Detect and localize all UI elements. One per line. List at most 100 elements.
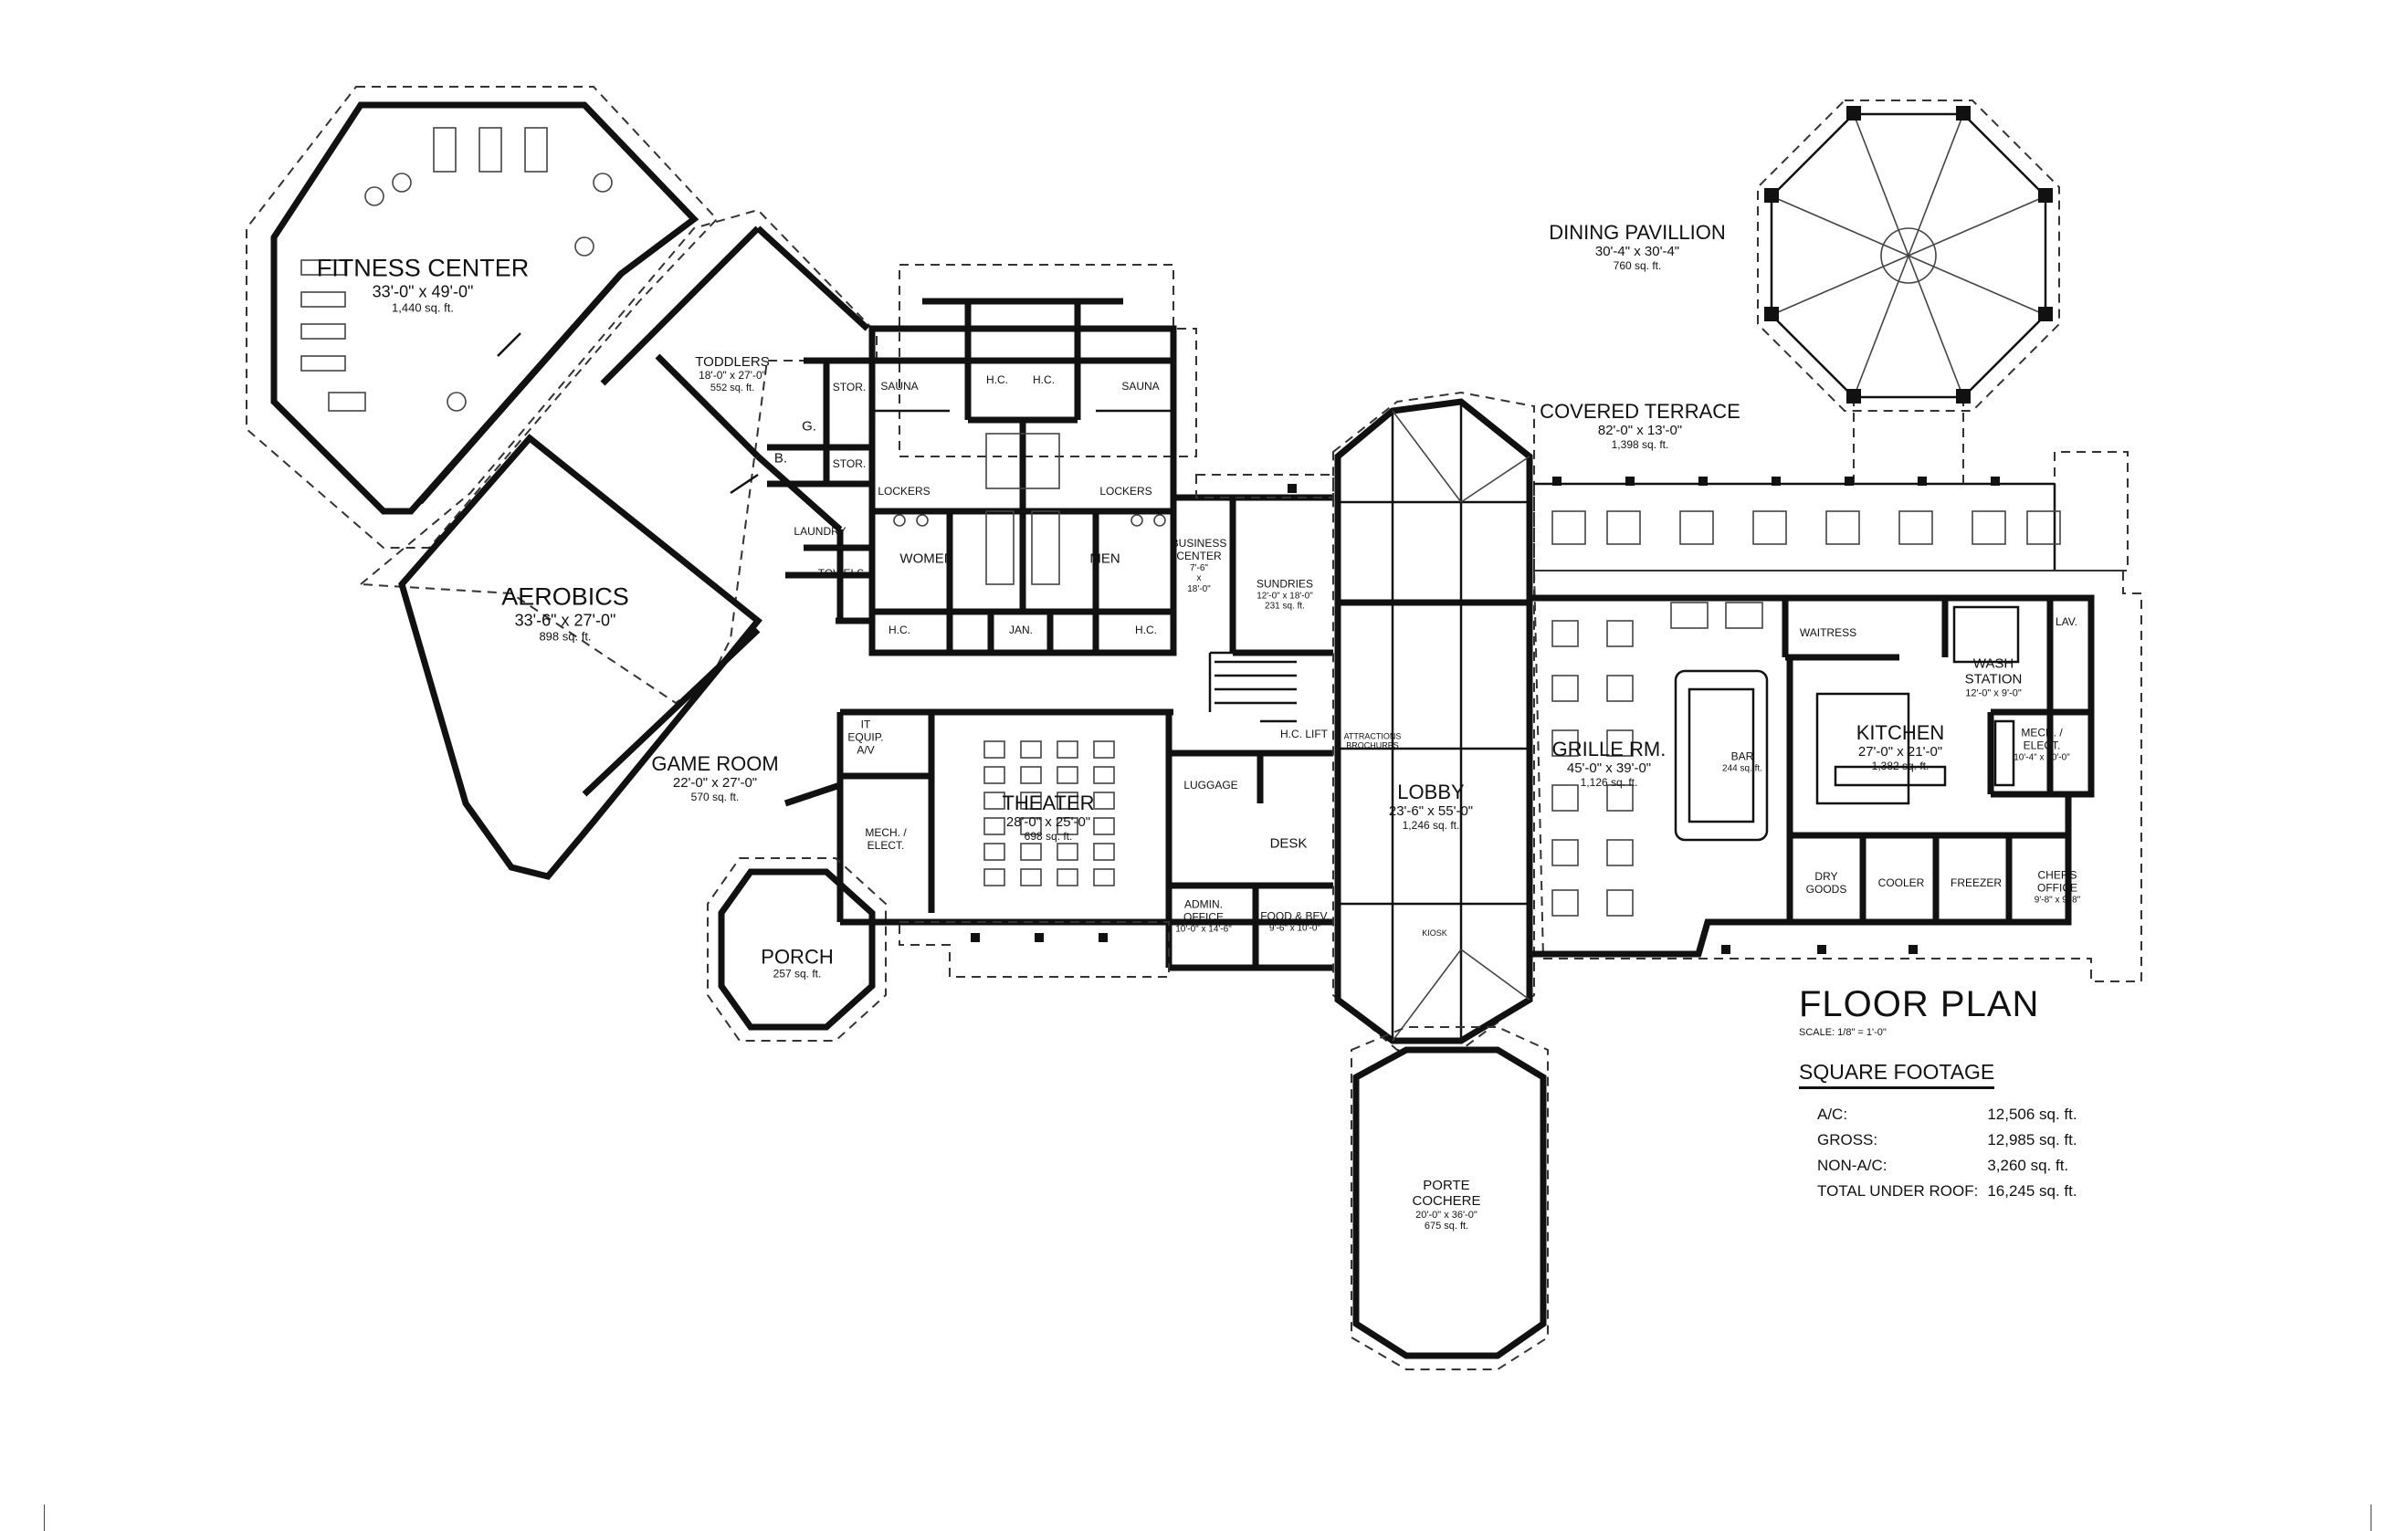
sf-label: TOTAL UNDER ROOF: <box>1817 1182 1979 1200</box>
grille-tables <box>1551 510 2061 917</box>
room-towels: TOWELS <box>817 567 865 581</box>
room-sauna-men: SAUNA <box>1121 380 1159 393</box>
room-name: H.C. <box>1033 373 1055 387</box>
room-dimensions: 22'-0" x 27'-0" <box>672 775 758 792</box>
room-dimensions: 23'-6" x 55'-0" <box>1388 803 1474 820</box>
room-desk: DESK <box>1270 835 1308 851</box>
table-row: A/C: 12,506 sq. ft. <box>1817 1102 2087 1127</box>
service-walls <box>767 357 872 624</box>
room-dimensions: 18'-0" x 27'-0" <box>699 369 766 383</box>
room-hc-women: H.C. <box>986 373 1008 387</box>
room-name: STOR. <box>832 457 867 471</box>
room-dimensions: 45'-0" x 39'-0" <box>1566 760 1652 777</box>
room-area: 231 sq. ft. <box>1265 601 1305 612</box>
legend-title: FLOOR PLAN <box>1799 984 2040 1024</box>
room-dry-goods: DRY GOODS <box>1805 870 1847 897</box>
room-porch: PORCH 257 sq. ft. <box>761 945 833 980</box>
room-mech-kitchen: MECH. / ELECT. 10'-4" x 10'-0" <box>2014 727 2070 762</box>
room-name: WAITRESS <box>1799 626 1857 640</box>
room-lav: LAV. <box>2055 615 2078 629</box>
room-mech-theater: MECH. / ELECT. <box>865 826 907 853</box>
room-name: MECH. / <box>865 826 907 840</box>
sf-label: NON-A/C: <box>1817 1157 1887 1174</box>
stair <box>1215 660 1297 705</box>
room-name: LAV. <box>2055 615 2078 629</box>
room-name: GOODS <box>1805 883 1847 896</box>
sf-value: 12,506 sq. ft. <box>1987 1106 2077 1123</box>
room-name: DESK <box>1269 835 1308 852</box>
table-row: NON-A/C: 3,260 sq. ft. <box>1817 1153 2087 1179</box>
room-fitness-center: FITNESS CENTER 33'-0" x 49'-0" 1,440 sq.… <box>317 255 530 316</box>
locker-rooms-walls <box>868 264 1197 656</box>
room-dimensions: 10'-4" x 10'-0" <box>2014 752 2070 763</box>
room-name: FOOD & BEV. <box>1260 909 1330 923</box>
room-name: ELECT. <box>2023 739 2061 752</box>
room-name: H.C. LIFT <box>1279 728 1329 741</box>
room-area: 898 sq. ft. <box>539 629 592 644</box>
room-waitress: WAITRESS <box>1799 626 1857 640</box>
room-stor-lower: STOR. <box>832 457 867 471</box>
square-footage-heading: SQUARE FOOTAGE <box>1799 1060 1995 1089</box>
room-name: ATTRACTIONS <box>1343 731 1402 741</box>
room-name: STOR. <box>832 381 867 394</box>
room-area: 698 sq. ft. <box>1024 829 1073 843</box>
room-name: FREEZER <box>1950 876 2003 890</box>
legend-scale: SCALE: 1/8" = 1'-0" <box>1799 1027 1887 1038</box>
room-bar: BAR 244 sq. ft. <box>1722 750 1762 774</box>
room-stor-upper: STOR. <box>832 381 867 394</box>
fitness-center-walls <box>246 86 719 549</box>
grille-kitchen-walls <box>1526 570 2142 982</box>
room-name: BUSINESS <box>1171 536 1227 550</box>
room-name: LOCKERS <box>1099 485 1152 498</box>
lobby-walls <box>1332 391 1535 1051</box>
room-luggage: LUGGAGE <box>1183 779 1237 792</box>
room-name: KITCHEN <box>1856 720 1945 744</box>
room-dimensions: 30'-4" x 30'-4" <box>1594 244 1680 260</box>
sf-label: GROSS: <box>1817 1131 1878 1148</box>
room-area: 1,126 sq. ft. <box>1580 775 1638 789</box>
sf-value: 3,260 sq. ft. <box>1987 1157 2069 1174</box>
room-dimensions: 82'-0" x 13'-0" <box>1597 423 1683 439</box>
room-cooler: COOLER <box>1877 876 1925 890</box>
room-hc-women-lower: H.C. <box>889 624 910 637</box>
room-name: COVERED TERRACE <box>1540 399 1740 423</box>
columns <box>971 477 2000 954</box>
room-name: B. <box>773 450 788 467</box>
table-row: GROSS: 12,985 sq. ft. <box>1817 1127 2087 1153</box>
room-wash-station: WASH STATION 12'-0" x 9'-0" <box>1965 655 2023 698</box>
room-name: COCHERE <box>1412 1193 1481 1210</box>
room-name: G. <box>802 418 816 435</box>
room-lockers-men: LOCKERS <box>1099 485 1152 498</box>
dining-pavillion-walls <box>1757 100 2060 484</box>
room-name: OFFICE <box>1183 910 1224 924</box>
room-attractions: ATTRACTIONS BROCHURES <box>1344 732 1402 751</box>
room-dimensions: 27'-0" x 21'-0" <box>1857 744 1943 760</box>
room-name: THEATER <box>1002 791 1095 814</box>
aerobics-game-walls <box>358 208 878 922</box>
room-name: WOMEN <box>899 551 954 567</box>
room-kitchen: KITCHEN 27'-0" x 21'-0" 1,382 sq. ft. <box>1856 721 1945 772</box>
room-name: TODDLERS <box>695 354 770 371</box>
room-name: COOLER <box>1877 876 1925 890</box>
room-area: 570 sq. ft. <box>690 790 740 803</box>
room-name: BROCHURES <box>1346 741 1399 750</box>
table-row: TOTAL UNDER ROOF: 16,245 sq. ft. <box>1817 1179 2087 1204</box>
sf-value: 12,985 sq. ft. <box>1987 1131 2077 1148</box>
room-area: 552 sq. ft. <box>710 383 755 394</box>
business-sundries-walls <box>1173 474 1334 656</box>
room-name: BAR <box>1730 750 1754 763</box>
room-game-room: GAME ROOM 22'-0" x 27'-0" 570 sq. ft. <box>651 752 778 803</box>
room-covered-terrace: COVERED TERRACE 82'-0" x 13'-0" 1,398 sq… <box>1540 400 1740 451</box>
room-business-center: BUSINESS CENTER 7'-6" x 18'-0" <box>1171 536 1227 594</box>
square-footage-table: A/C: 12,506 sq. ft. GROSS: 12,985 sq. ft… <box>1817 1102 2087 1204</box>
room-name: A/V <box>857 742 875 756</box>
room-g: G. <box>802 418 816 434</box>
room-women: WOMEN <box>899 551 953 566</box>
room-name: IT <box>860 718 871 731</box>
room-name: ADMIN. <box>1183 897 1223 911</box>
room-name: SAUNA <box>880 380 919 393</box>
room-name: TOWELS <box>817 567 865 581</box>
room-dining-pavillion: DINING PAVILLION 30'-4" x 30'-4" 760 sq.… <box>1549 221 1726 272</box>
room-name: DRY <box>1814 870 1838 884</box>
room-name: DINING PAVILLION <box>1549 220 1726 244</box>
